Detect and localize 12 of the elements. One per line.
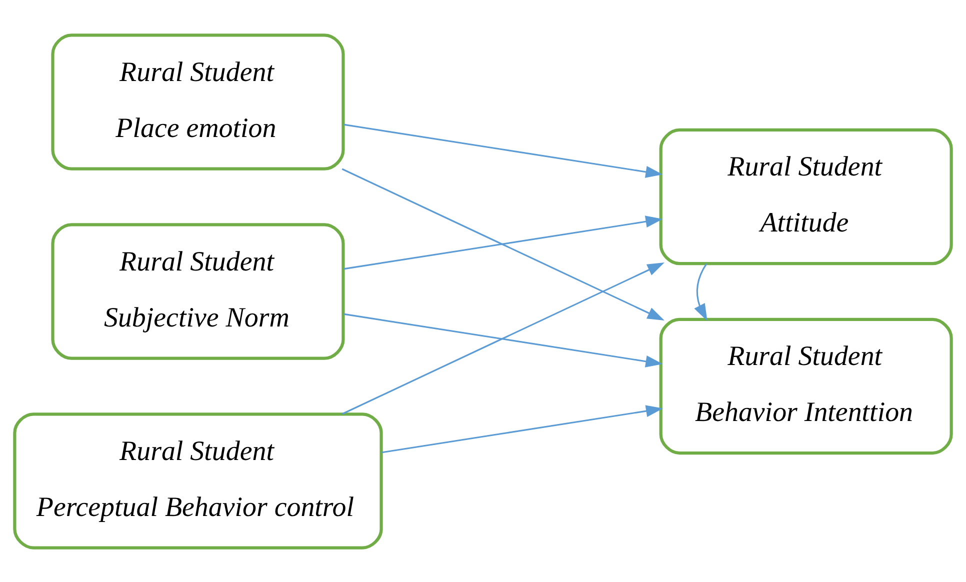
arrow <box>342 168 664 320</box>
node-box: Rural Student Perceptual Behavior control <box>13 412 383 549</box>
node-box: Rural Student Place emotion <box>51 33 345 170</box>
arrow <box>344 312 663 367</box>
arrow <box>342 262 664 414</box>
node-box: Rural Student Behavior Intenttion <box>659 317 953 454</box>
arrow <box>381 404 664 453</box>
node-box: Rural Student Subjective Norm <box>51 222 345 360</box>
arrow <box>344 215 663 270</box>
node-box: Rural Student Attitude <box>659 128 953 265</box>
arrow <box>694 262 708 320</box>
arrow <box>344 123 663 178</box>
